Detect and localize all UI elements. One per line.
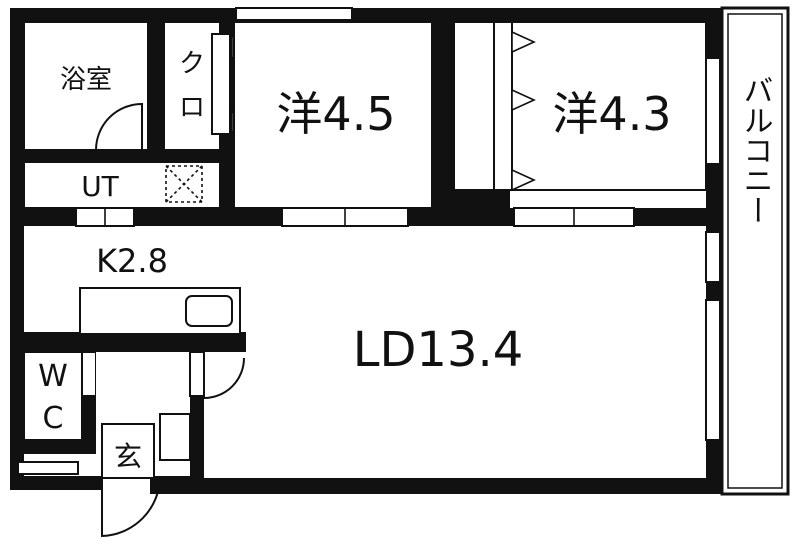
outer-wall-left xyxy=(10,8,24,484)
wall-western2-closet xyxy=(454,190,510,222)
closet-door-panel xyxy=(211,33,231,135)
label-living-dining: LD13.4 xyxy=(353,322,524,378)
ld-window-lower xyxy=(705,299,721,441)
shoe-box xyxy=(159,413,191,461)
label-wc-1: W xyxy=(38,359,68,394)
label-closet-1: ク xyxy=(179,49,205,79)
entrance-step xyxy=(101,423,155,479)
label-bath: 浴室 xyxy=(60,65,112,95)
balcony-inner xyxy=(727,13,783,489)
outer-wall-bottom-left xyxy=(10,476,102,490)
wall-wc-bottom xyxy=(10,440,96,454)
outer-wall-top xyxy=(10,8,722,22)
label-western-1: 洋4.5 xyxy=(276,87,395,141)
bath-room xyxy=(23,21,149,151)
label-closet-2: ロ xyxy=(179,93,205,123)
wall-bath-right xyxy=(148,8,164,160)
western2-window xyxy=(705,57,721,165)
wall-ut-top xyxy=(10,150,232,162)
label-kitchen: K2.8 xyxy=(96,242,168,280)
window-top xyxy=(235,7,353,21)
western2-closet-panel xyxy=(493,21,513,191)
washing-machine xyxy=(165,165,203,203)
western2-arrow-2 xyxy=(511,88,536,112)
kitchen-sink xyxy=(185,295,233,327)
balcony xyxy=(720,6,790,496)
washing-machine-cross-2 xyxy=(165,165,203,203)
western-room-1 xyxy=(233,21,433,209)
western2-arrow-1 xyxy=(511,30,536,54)
label-wc-2: C xyxy=(43,401,64,436)
label-balcony: バルコニー xyxy=(738,75,773,225)
utility-room xyxy=(23,161,221,209)
label-entrance: 玄 xyxy=(114,440,142,473)
wall-kitchen-bottom xyxy=(10,332,246,352)
label-western-2: 洋4.3 xyxy=(552,87,671,141)
wc-door-panel xyxy=(81,351,97,397)
entrance-door-panel xyxy=(189,351,205,397)
wall-between-western xyxy=(432,8,454,222)
bath-door-swing xyxy=(95,102,143,151)
entrance-wall-bottom xyxy=(150,476,200,494)
label-utility: UT xyxy=(81,170,119,203)
western2-arrow-3 xyxy=(511,168,536,192)
entrance-inner-swing xyxy=(203,357,245,399)
front-door-swing xyxy=(101,476,161,538)
wc-window xyxy=(17,461,79,475)
outer-wall-bottom-right xyxy=(196,478,722,494)
ld-window-upper xyxy=(705,231,721,283)
